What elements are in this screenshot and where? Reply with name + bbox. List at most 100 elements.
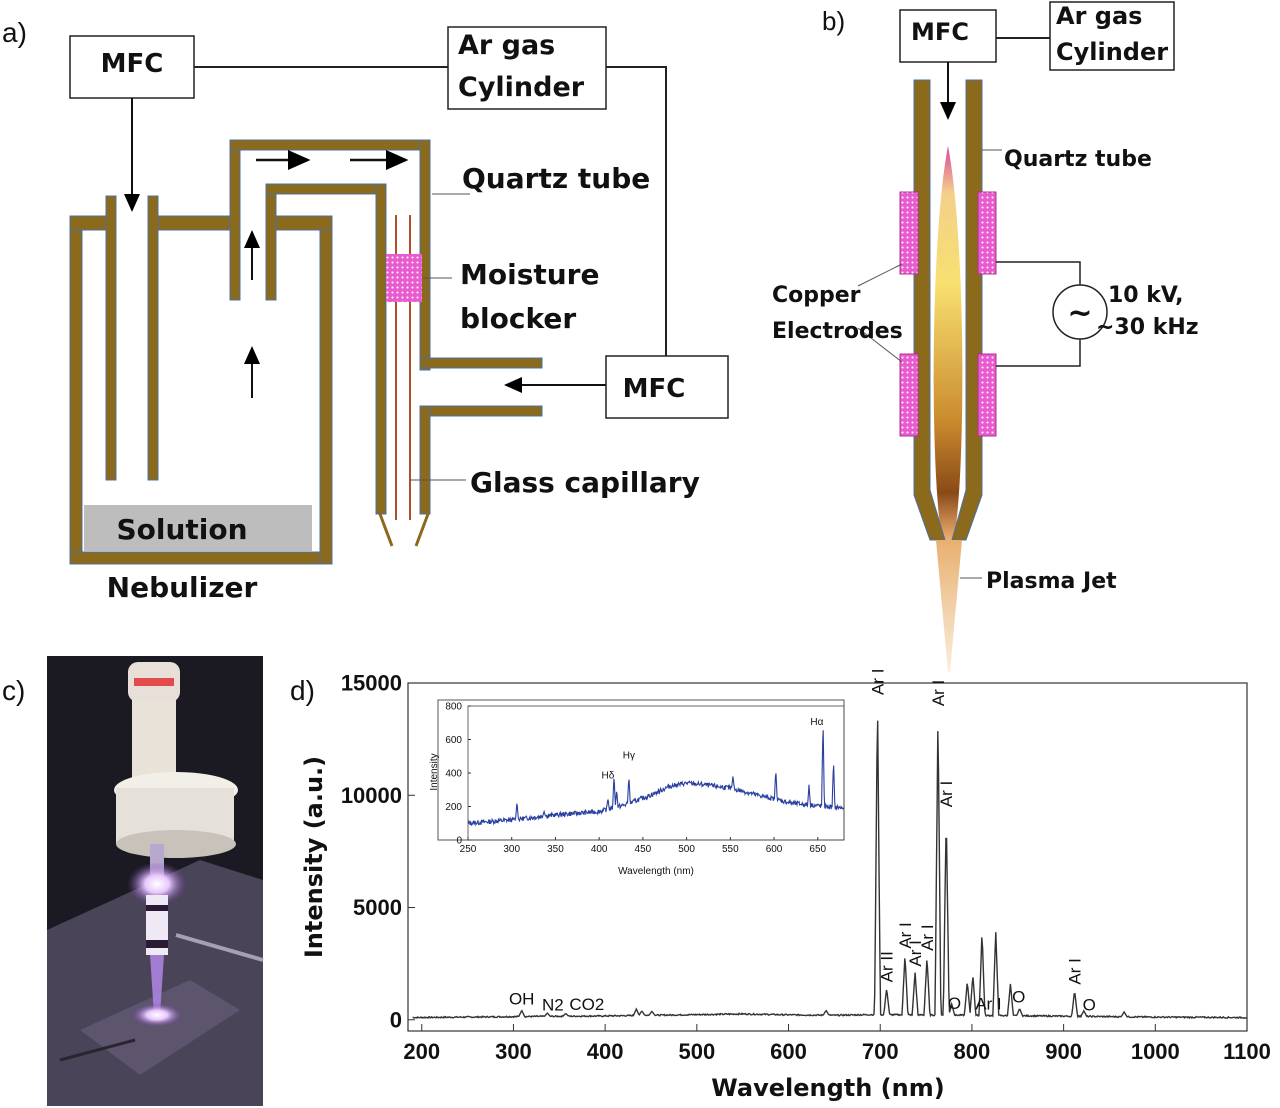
peak-label: Ar I	[1066, 958, 1085, 984]
ac-source-icon	[1052, 284, 1108, 340]
circuit-wire-bottom	[996, 339, 1081, 367]
ar-gas-line1: Ar gas	[458, 30, 555, 61]
nebulizer-vessel	[69, 139, 543, 565]
peak-label: Ar I	[937, 781, 956, 807]
peak-label: O	[948, 994, 961, 1013]
x-tick-label: 1000	[1131, 1039, 1180, 1064]
copper-line2: Electrodes	[772, 319, 903, 344]
inset-y-ticks: 0 200 400 600 800	[445, 702, 471, 847]
x-tick-label: 650	[809, 844, 826, 855]
quartz-tube-b	[913, 79, 983, 541]
quartz-tube-b-label: Quartz tube	[1004, 147, 1152, 172]
x-tick-label: 400	[587, 1039, 624, 1064]
moisture-line2: blocker	[460, 302, 576, 335]
solution-label: Solution	[116, 513, 247, 546]
ar-gas-b-line2: Cylinder	[1056, 38, 1168, 66]
peak-label: OH	[509, 989, 535, 1008]
x-tick-label: 200	[403, 1039, 440, 1064]
y-tick-label: 5000	[353, 895, 402, 920]
electrode-lower-right	[977, 353, 997, 437]
ar-gas-line2: Cylinder	[458, 72, 585, 103]
nozzle-right	[414, 513, 430, 547]
peak-label: Ar I	[906, 940, 925, 966]
y-tick-label: 200	[445, 802, 462, 813]
x-tick-label: 600	[766, 844, 783, 855]
peak-label: Ar I	[868, 669, 887, 695]
nozzle-left	[378, 513, 394, 547]
copper-leader-1	[857, 263, 903, 287]
mfc-b-box	[899, 9, 997, 63]
x-tick-label: 400	[591, 844, 608, 855]
nebulizer-label: Nebulizer	[107, 571, 258, 604]
ar-gas-cylinder-box	[447, 26, 607, 110]
peak-label: CO2	[569, 995, 604, 1014]
peak-label: Ar I	[896, 922, 915, 948]
y-tick-label: 600	[445, 735, 462, 746]
copper-line1: Copper	[772, 283, 861, 308]
ac-source-symbol: ~	[1067, 296, 1092, 331]
spectrum-series-line	[412, 720, 1247, 1020]
mfc-top-box	[69, 35, 195, 99]
x-tick-label: 800	[954, 1039, 991, 1064]
x-tick-label: 550	[722, 844, 739, 855]
x-tick-label: 350	[547, 844, 564, 855]
plasma-jet-label: Plasma Jet	[986, 569, 1117, 594]
panel-d-label: d)	[290, 675, 315, 706]
mfc-top-label: MFC	[101, 49, 164, 79]
peak-label: Ar I	[975, 994, 1001, 1013]
moisture-line1: Moisture	[460, 258, 599, 291]
glass-capillary-label: Glass capillary	[470, 466, 700, 499]
peak-label: O	[1012, 988, 1025, 1007]
inset-annotations: Hδ Hγ Hα	[602, 717, 824, 782]
x-tick-label: 300	[495, 1039, 532, 1064]
inset-frame	[437, 699, 845, 841]
mfc-right-label: MFC	[623, 374, 686, 404]
x-tick-label: 600	[770, 1039, 807, 1064]
voltage-line2: ~30 kHz	[1096, 315, 1199, 340]
peak-label: Hγ	[623, 751, 635, 762]
y-tick-label: 400	[445, 769, 462, 780]
x-tick-label: 500	[678, 844, 695, 855]
x-tick-label: 450	[635, 844, 652, 855]
moisture-blocker	[386, 254, 422, 302]
peak-label: Ar I	[929, 680, 948, 706]
spectrum-ylabel: Intensity (a.u.)	[300, 756, 328, 958]
peak-label: Hα	[810, 717, 823, 728]
peak-label: Ar II	[878, 951, 897, 982]
y-tick-label: 0	[456, 836, 462, 847]
inset-ylabel: Intensity	[429, 753, 440, 790]
panel-c: c)	[2, 656, 264, 1106]
quartz-tube-label: Quartz tube	[462, 162, 650, 195]
ar-gas-b-box	[1049, 1, 1175, 71]
y-tick-label: 0	[390, 1007, 402, 1032]
x-tick-label: 500	[678, 1039, 715, 1064]
y-tick-label: 10000	[341, 783, 402, 808]
electrode-upper-right	[977, 191, 997, 275]
panel-a-label: a)	[2, 17, 27, 48]
panel-c-label: c)	[2, 675, 25, 706]
peak-label: Hδ	[602, 771, 615, 782]
y-tick-label: 800	[445, 702, 462, 713]
copper-leader-2	[857, 327, 903, 363]
inset-xlabel: Wavelength (nm)	[618, 866, 694, 877]
x-tick-label: 1100	[1223, 1039, 1271, 1064]
ar-gas-b-line1: Ar gas	[1056, 2, 1142, 30]
plasma-column	[933, 146, 963, 540]
peak-label: O	[1083, 995, 1096, 1014]
mfc-right-box	[605, 355, 729, 419]
inset-series-line	[467, 730, 845, 827]
x-tick-label: 700	[862, 1039, 899, 1064]
spectrum-xlabel: Wavelength (nm)	[711, 1074, 944, 1102]
x-tick-label: 250	[460, 844, 477, 855]
mfc-b-label: MFC	[911, 18, 969, 46]
panel-b-label: b)	[822, 6, 845, 36]
panel-a: a) MFC Ar gas Cylinder	[2, 17, 729, 604]
peak-label: Ar I	[918, 924, 937, 950]
peak-label: N2	[542, 995, 564, 1014]
solution-fill	[84, 505, 312, 551]
voltage-line1: 10 kV,	[1108, 283, 1183, 308]
